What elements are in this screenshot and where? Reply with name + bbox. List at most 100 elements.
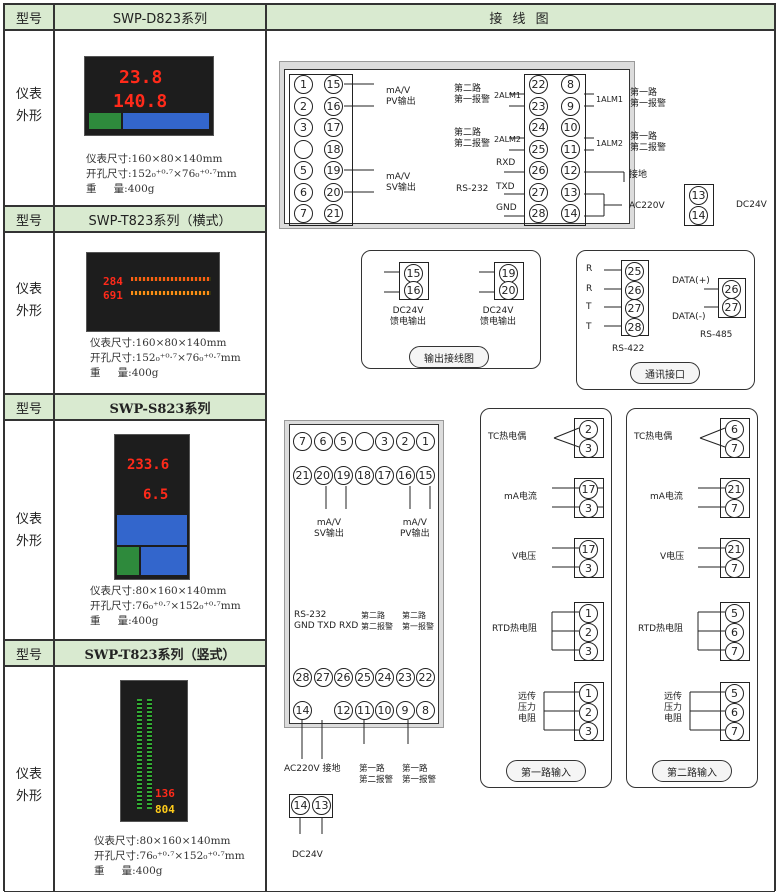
terminal-20: 20: [313, 466, 333, 485]
terminal-6: 6: [725, 623, 744, 642]
device-t823-v: 136 804: [120, 680, 188, 822]
terminal-28: 28: [293, 668, 312, 687]
terminal-7: 7: [725, 642, 744, 661]
terminal-23: 23: [529, 96, 548, 116]
type-header-4: 型号: [4, 640, 54, 666]
type-header: 型号: [4, 4, 54, 30]
terminal-5: 5: [725, 604, 744, 623]
terminal-12: 12: [334, 701, 353, 720]
terminal-: [294, 139, 313, 159]
terminal-28: 28: [625, 317, 644, 337]
terminal-21: 21: [293, 466, 312, 485]
terminal-19: 19: [334, 466, 353, 485]
terminal-6: 6: [725, 420, 744, 439]
terminal-2: 2: [579, 623, 598, 642]
terminal-22: 22: [416, 668, 435, 687]
alarm-2alm2: 2ALM2: [494, 135, 522, 144]
terminal-8: 8: [561, 75, 580, 94]
terminal-3: 3: [579, 642, 598, 661]
terminal-16: 16: [395, 466, 415, 485]
terminal-5: 5: [725, 684, 744, 703]
terminal-25: 25: [625, 262, 644, 281]
spec-s823: 仪表尺寸:80×160×140mm 开孔尺寸:76₀⁺⁰·⁷×152₀⁺⁰·⁷m…: [90, 585, 241, 627]
appearance-label-3: 仪表外形: [15, 512, 42, 549]
terminal-14: 14: [293, 701, 312, 720]
terminal-3: 3: [579, 499, 598, 518]
terminal-13: 13: [689, 186, 708, 205]
device-d823: 23.8 140.8: [84, 56, 214, 136]
display-v1: 136: [155, 787, 175, 800]
terminal-9: 9: [395, 701, 415, 720]
terminal-13: 13: [312, 796, 331, 815]
terminal-14: 14: [561, 204, 580, 223]
series-header-4: SWP-T823系列（竖式）: [54, 640, 266, 666]
terminal-3: 3: [579, 439, 598, 458]
terminal-15: 15: [324, 75, 343, 94]
display-pv: 23.8: [119, 67, 163, 88]
terminal-20: 20: [324, 182, 343, 202]
terminal-14: 14: [291, 796, 310, 815]
terminal-26: 26: [334, 668, 353, 687]
ac220-label: AC220V: [629, 201, 665, 211]
spec-t823-h: 仪表尺寸:160×80×140mm 开孔尺寸:152₀⁺⁰·⁷×76₀⁺⁰·⁷m…: [90, 337, 241, 379]
terminal-1: 1: [294, 75, 313, 94]
terminal-6: 6: [313, 432, 333, 451]
terminal-1: 1: [579, 604, 598, 623]
terminal-26: 26: [625, 280, 644, 300]
terminal-3: 3: [579, 722, 598, 741]
terminal-25: 25: [354, 668, 374, 687]
terminal-7: 7: [725, 722, 744, 741]
display-sv: 140.8: [113, 91, 168, 112]
data-minus-label: DATA(-): [672, 312, 706, 322]
spec-d823: 仪表尺寸:160×80×140mm 开孔尺寸:152₀⁺⁰·⁷×76₀⁺⁰·⁷m…: [86, 153, 237, 195]
terminal-20: 20: [499, 281, 518, 300]
terminal-27: 27: [529, 182, 548, 202]
terminal-18: 18: [324, 139, 343, 159]
terminal-11: 11: [561, 139, 580, 159]
type-header-2: 型号: [4, 206, 54, 232]
terminal-17: 17: [579, 480, 598, 499]
txd-label: TXD: [496, 182, 515, 192]
terminal-16: 16: [404, 281, 423, 300]
display-t1: 284: [103, 275, 123, 288]
appearance-label-2: 仪表外形: [15, 282, 42, 319]
terminal-14: 14: [689, 206, 708, 225]
series-header-3: SWP-S823系列: [54, 394, 266, 420]
rs232-label: RS-232: [456, 184, 489, 194]
terminal-7: 7: [725, 499, 744, 518]
wiring-title: 接 线 图: [266, 4, 775, 30]
terminal-10: 10: [375, 701, 394, 720]
terminal-23: 23: [395, 668, 415, 687]
dc24-label: DC24V: [736, 200, 767, 210]
ch1-input-title: 第一路输入: [506, 760, 586, 782]
terminal-1: 1: [416, 432, 435, 451]
terminal-5: 5: [294, 161, 313, 180]
terminal-19: 19: [324, 161, 343, 180]
spec-t823-v: 仪表尺寸:80×160×140mm 开孔尺寸:76₀⁺⁰·⁷×152₀⁺⁰·⁷m…: [94, 835, 245, 877]
output-diagram-title: 输出接线图: [409, 346, 489, 368]
terminal-26: 26: [722, 280, 741, 299]
terminal-13: 13: [561, 182, 580, 202]
device-t823-h: 284 691: [86, 252, 220, 332]
alarm-1alm1: 1ALM1: [596, 95, 624, 104]
device-s823: 233.6 6.5: [114, 434, 190, 580]
terminal-3: 3: [375, 432, 394, 451]
terminal-7: 7: [293, 432, 312, 451]
terminal-15: 15: [404, 264, 423, 283]
display-v2: 804: [155, 803, 175, 816]
appearance-label-4: 仪表外形: [15, 767, 42, 804]
terminal-2: 2: [294, 96, 313, 116]
terminal-6: 6: [725, 703, 744, 722]
rs422-label: RS-422: [612, 344, 645, 354]
ground-label: 接地: [629, 170, 648, 180]
terminal-3: 3: [579, 559, 598, 578]
terminal-25: 25: [529, 139, 548, 159]
display-s1: 233.6: [127, 457, 170, 473]
terminal-: [354, 432, 374, 451]
display-s2: 6.5: [143, 487, 169, 503]
terminal-6: 6: [294, 182, 313, 202]
terminal-7: 7: [725, 439, 744, 458]
terminal-11: 11: [354, 701, 374, 720]
data-plus-label: DATA(+): [672, 276, 710, 286]
terminal-18: 18: [354, 466, 374, 485]
